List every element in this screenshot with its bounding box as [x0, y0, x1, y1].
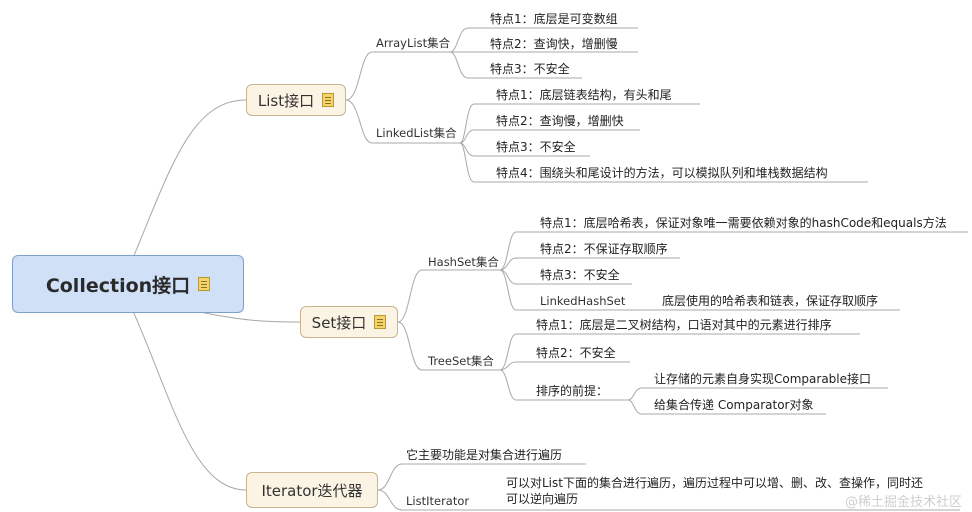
sort-premise-label: 排序的前提： — [536, 384, 609, 398]
note-icon — [374, 315, 387, 329]
hashset-point-3: 特点3：不安全 — [540, 268, 620, 282]
linkedlist-point-1: 特点1：底层链表结构，有头和尾 — [496, 88, 672, 102]
iterator-node[interactable]: Iterator迭代器 — [246, 472, 378, 508]
set-label: Set接口 — [311, 313, 367, 332]
iterator-label: Iterator迭代器 — [261, 481, 363, 500]
treeset-point-1: 特点1：底层是二叉树结构，口语对其中的元素进行排序 — [536, 318, 832, 332]
arraylist-label: ArrayList集合 — [376, 36, 451, 50]
set-node[interactable]: Set接口 — [300, 306, 398, 338]
premise-item-2: 给集合传递 Comparator对象 — [654, 398, 814, 412]
linkedlist-point-3: 特点3：不安全 — [496, 140, 576, 154]
arraylist-point-3: 特点3：不安全 — [490, 62, 570, 76]
hashset-label: HashSet集合 — [428, 255, 499, 269]
hashset-point-2: 特点2：不保证存取顺序 — [540, 242, 668, 256]
listiterator-desc-line-1: 可以对List下面的集合进行遍历，遍历过程中可以增、删、改、查操作，同时还 — [506, 476, 923, 490]
iterator-desc: 它主要功能是对集合进行遍历 — [406, 448, 563, 462]
linkedlist-label: LinkedList集合 — [376, 126, 457, 140]
note-icon — [198, 277, 211, 291]
list-node[interactable]: List接口 — [246, 84, 346, 116]
linkedhashset-label: LinkedHashSet — [540, 294, 626, 308]
listiterator-label: ListIterator — [406, 494, 470, 508]
root-label: Collection接口 — [45, 274, 191, 297]
list-label: List接口 — [257, 91, 315, 110]
linkedhashset-desc: 底层使用的哈希表和链表，保证存取顺序 — [662, 294, 879, 308]
treeset-point-2: 特点2：不安全 — [536, 346, 616, 360]
linkedlist-point-2: 特点2：查询慢，增删快 — [496, 114, 624, 128]
arraylist-point-1: 特点1：底层是可变数组 — [490, 12, 618, 26]
watermark: @稀土掘金技术社区 — [844, 495, 962, 510]
root-node[interactable]: Collection接口 — [12, 255, 244, 313]
note-icon — [322, 93, 335, 107]
hashset-point-1: 特点1：底层哈希表，保证对象唯一需要依赖对象的hashCode和equals方法 — [540, 216, 947, 230]
linkedlist-point-4: 特点4：围绕头和尾设计的方法，可以模拟队列和堆栈数据结构 — [496, 166, 828, 180]
treeset-label: TreeSet集合 — [428, 354, 494, 368]
premise-item-1: 让存储的元素自身实现Comparable接口 — [654, 372, 872, 386]
listiterator-desc-line-2: 可以逆向遍历 — [506, 492, 579, 506]
arraylist-point-2: 特点2：查询快，增删慢 — [490, 37, 618, 51]
